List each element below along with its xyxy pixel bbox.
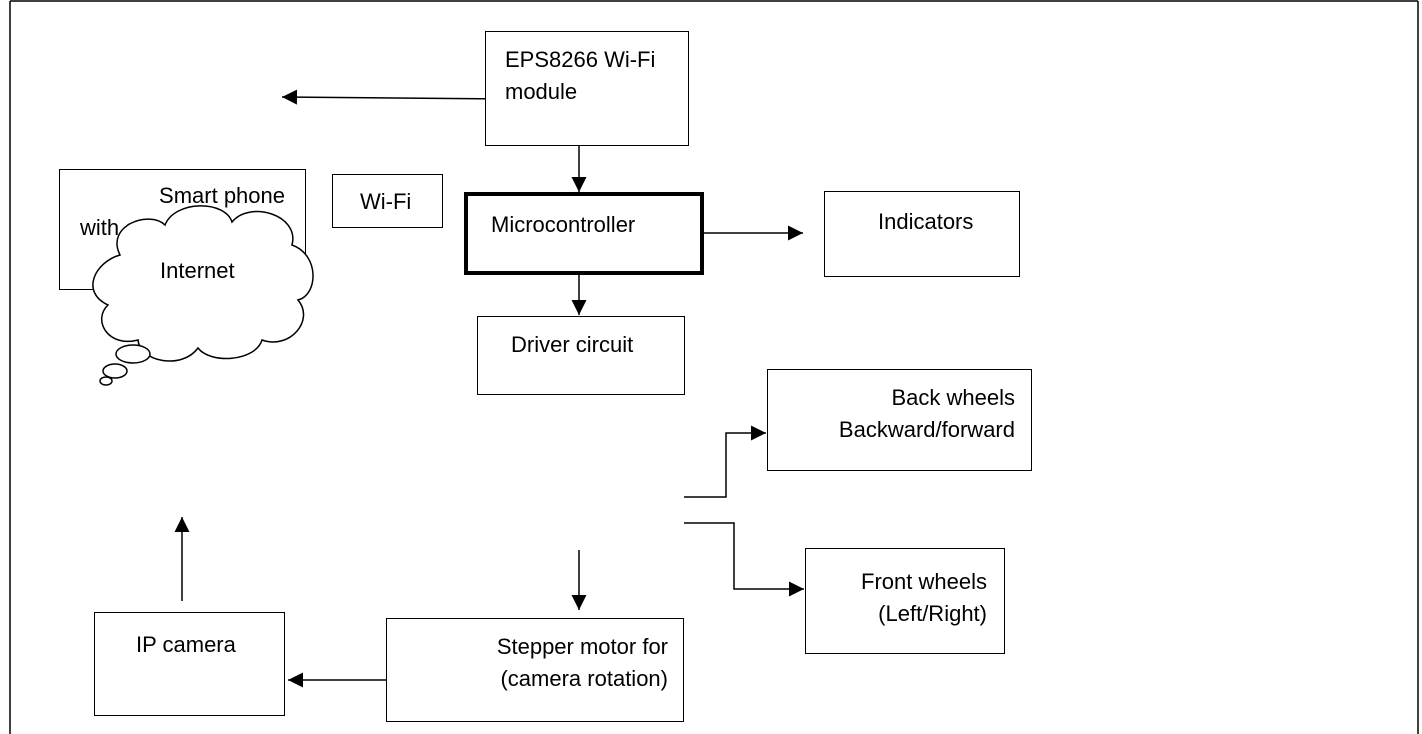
front-wheels-label: Front wheels (Left/Right) bbox=[805, 566, 987, 630]
back-wheels-label-line2: Backward/forward bbox=[838, 417, 1015, 442]
wifi-module-label-line2: module bbox=[505, 79, 578, 104]
cloud-bubble-2 bbox=[102, 363, 128, 379]
driver-circuit-label: Driver circuit bbox=[511, 332, 634, 357]
edge-phone-wifi-module bbox=[281, 89, 513, 107]
front-wheels-label-line1: Front wheels bbox=[861, 569, 987, 594]
microcontroller-node bbox=[464, 192, 704, 275]
wifi-module-label: EPS8266 Wi-Fi module bbox=[505, 44, 655, 108]
back-wheels-node bbox=[767, 369, 1032, 471]
microcontroller-label: Microcontroller bbox=[491, 212, 636, 237]
back-wheels-label-line1: Back wheels bbox=[891, 385, 1015, 410]
ip-camera-label: IP camera bbox=[136, 632, 236, 657]
wifi-module-node bbox=[485, 31, 689, 146]
front-wheels-node bbox=[805, 548, 1005, 654]
back-wheels-label: Back wheels Backward/forward bbox=[767, 382, 1015, 446]
indicators-node bbox=[824, 191, 1020, 277]
front-wheels-label-line2: (Left/Right) bbox=[878, 601, 987, 626]
edge-driver-front-wheels bbox=[684, 522, 804, 597]
internet-label: Internet bbox=[160, 258, 235, 283]
cloud-bubble-1 bbox=[115, 344, 151, 364]
stepper-motor-label-line2: (camera rotation) bbox=[500, 666, 668, 691]
cloud-bubble-3 bbox=[99, 376, 113, 386]
stepper-motor-label: Stepper motor for (camera rotation) bbox=[386, 631, 668, 695]
wifi-label-text: Wi-Fi bbox=[360, 189, 412, 214]
driver-circuit-node bbox=[477, 316, 685, 395]
stepper-motor-node bbox=[386, 618, 684, 722]
edge-driver-back-wheels bbox=[684, 425, 766, 498]
cloud-shape bbox=[92, 205, 314, 362]
indicators-label: Indicators bbox=[878, 209, 974, 234]
smartphone-label-line1: Smart phone bbox=[159, 183, 285, 208]
wifi-module-label-line1: EPS8266 Wi-Fi bbox=[505, 47, 656, 72]
wifi-label-node bbox=[332, 174, 443, 228]
stepper-motor-label-line1: Stepper motor for bbox=[496, 634, 668, 659]
ip-camera-node bbox=[94, 612, 285, 716]
